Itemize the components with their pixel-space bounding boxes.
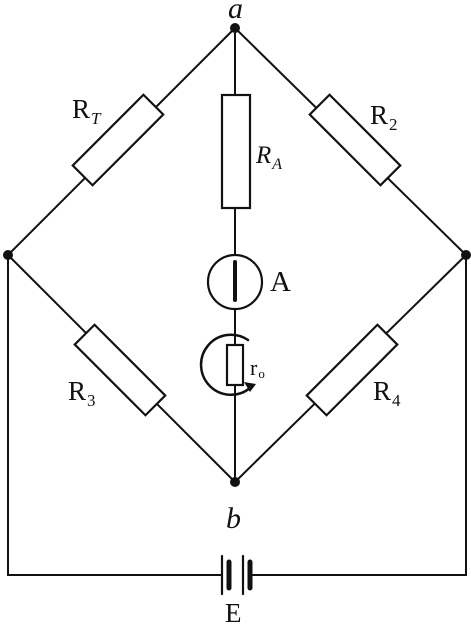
label-rt: RT [72, 94, 102, 128]
wire-battery-right [249, 254, 467, 576]
junction-right [461, 250, 471, 260]
label-r3: R3 [68, 376, 96, 410]
resistor-r3 [73, 323, 167, 417]
node-label-a: a [228, 0, 243, 25]
wire-battery-left [7, 254, 223, 576]
ammeter-symbol [206, 253, 264, 311]
label-r0: ro [250, 355, 265, 381]
label-ammeter: A [270, 266, 291, 298]
label-r4: R4 [373, 376, 401, 410]
internal-resistance-r0 [199, 333, 256, 396]
node-label-b: b [226, 502, 241, 535]
label-battery: E [225, 598, 242, 628]
label-ra: RA [255, 142, 282, 173]
battery-symbol [220, 554, 253, 596]
resistor-ra [220, 93, 252, 210]
resistor-rt [71, 93, 165, 187]
resistor-r4 [305, 323, 399, 417]
junction-b [230, 477, 240, 487]
resistor-r2 [308, 93, 402, 187]
label-r2: R2 [370, 100, 398, 134]
junction-a [230, 23, 240, 33]
junction-left [3, 250, 13, 260]
